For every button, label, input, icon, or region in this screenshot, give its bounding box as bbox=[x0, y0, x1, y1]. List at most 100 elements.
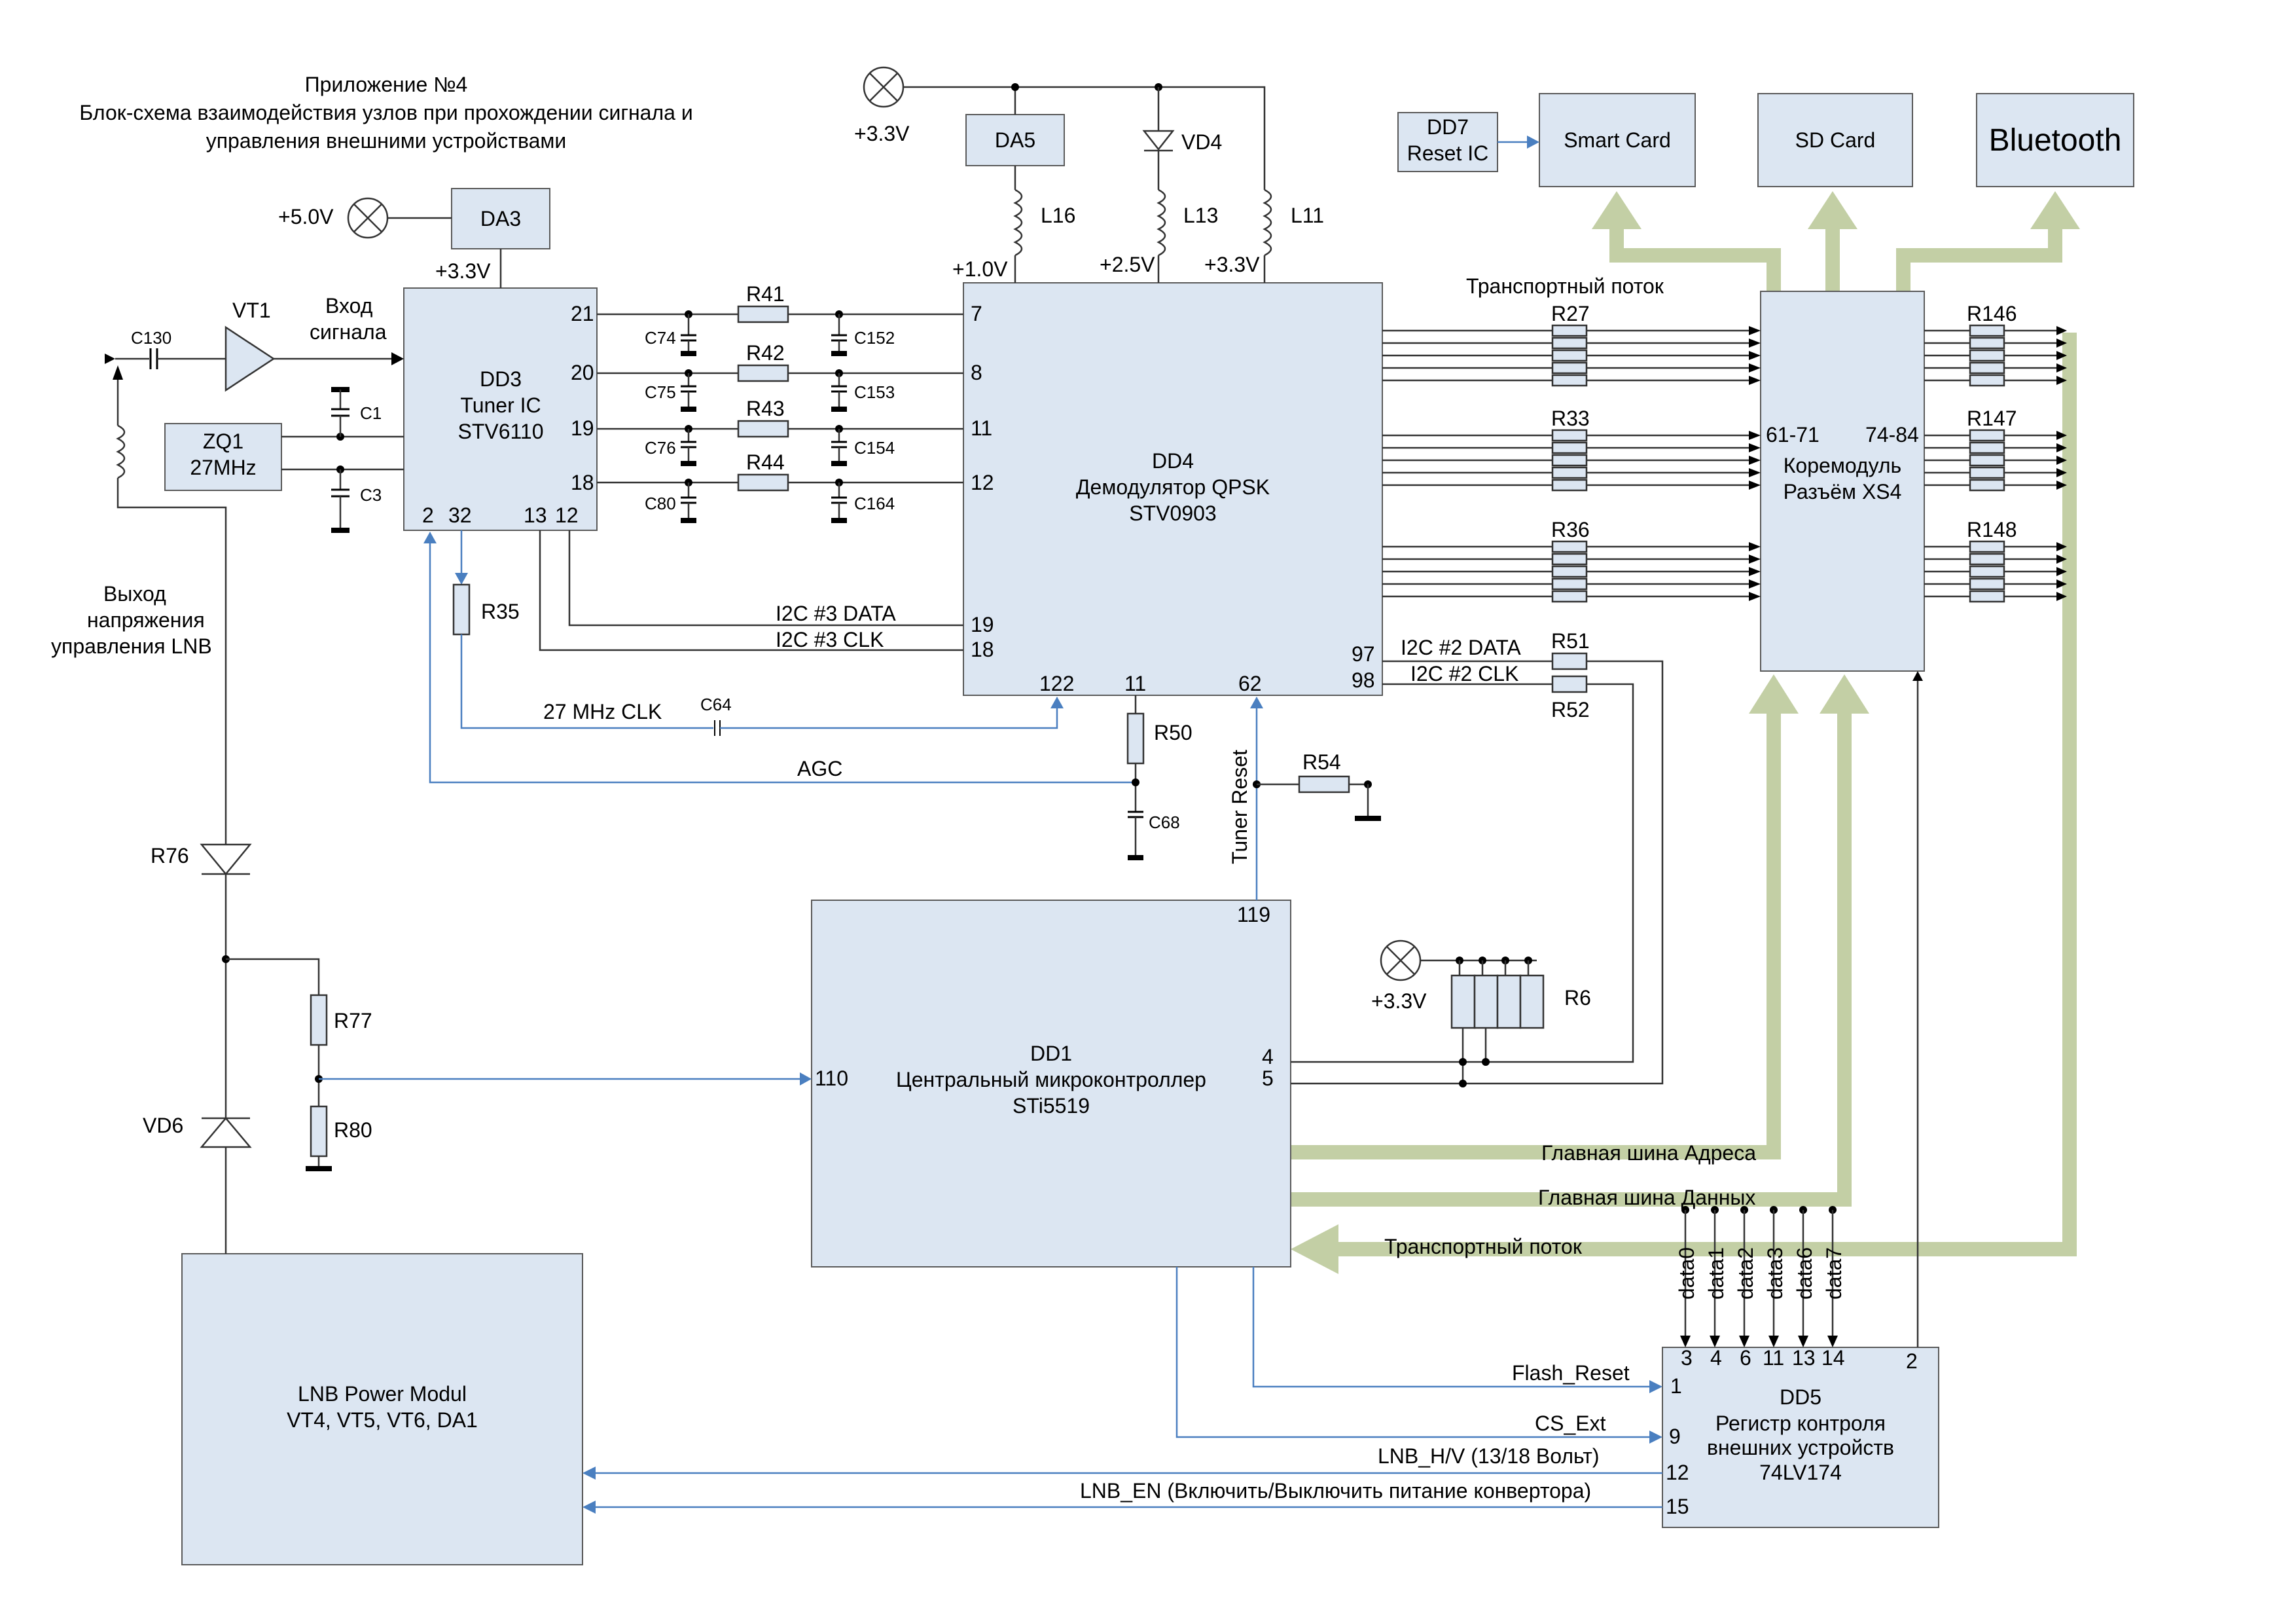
power-3v3-label: +3.3V bbox=[854, 122, 910, 145]
c152-label: C152 bbox=[854, 328, 895, 348]
dd1-pin-5: 5 bbox=[1262, 1067, 1274, 1090]
l16-coil bbox=[1013, 189, 1023, 257]
dd5-pin-1: 1 bbox=[1670, 1374, 1682, 1398]
address-bus-arrow bbox=[1749, 674, 1799, 714]
ts-arrow-in bbox=[1749, 481, 1761, 490]
ts-resistor-out bbox=[1969, 590, 2005, 603]
lnb-power-block bbox=[181, 1253, 583, 1565]
bus-to-smartcard bbox=[1609, 226, 1781, 291]
c64-label: C64 bbox=[700, 695, 732, 714]
ts-top-label: Транспортный поток bbox=[1466, 274, 1664, 298]
ts-resistor-in bbox=[1551, 565, 1588, 578]
r80-label: R80 bbox=[334, 1118, 372, 1142]
r51-label: R51 bbox=[1551, 629, 1590, 653]
power-5v-label: +5.0V bbox=[278, 205, 334, 228]
ts-arrow-out bbox=[2056, 326, 2067, 335]
clk27-label: 27 MHz CLK bbox=[543, 700, 662, 723]
ts-arrow-in bbox=[1749, 592, 1761, 601]
wire-i2c3-clk bbox=[539, 530, 963, 651]
ts-arrow-in bbox=[1749, 376, 1761, 385]
i2c3-clk-label: I2C #3 CLK bbox=[776, 628, 884, 651]
data2-label: data2 bbox=[1734, 1247, 1757, 1300]
lnb-out-label-1: Выход bbox=[103, 582, 166, 606]
ts-bus-arrow bbox=[1291, 1224, 1338, 1274]
ts-arrow-in bbox=[1749, 363, 1761, 373]
diagram-title: Приложение №4 Блок-схема взаимодействия … bbox=[79, 73, 692, 153]
data6-label: data6 bbox=[1793, 1247, 1816, 1300]
dd4-pin-7: 7 bbox=[971, 302, 982, 325]
wire-i2c3-data bbox=[568, 530, 963, 627]
dd4-label: DD4 bbox=[1152, 449, 1194, 473]
dd7-label: DD7 bbox=[1427, 115, 1469, 139]
ts-resistor-in bbox=[1551, 590, 1588, 603]
ts-arrow-out bbox=[2056, 456, 2067, 465]
ts-resistor-out bbox=[1969, 454, 2005, 467]
dd4-pin-8: 8 bbox=[971, 361, 982, 384]
r76-label: R76 bbox=[151, 844, 189, 867]
zq1-label: ZQ1 bbox=[203, 429, 243, 453]
c164-label: C164 bbox=[854, 494, 895, 513]
dd4-pin-19: 19 bbox=[971, 613, 994, 636]
dd7-block bbox=[1397, 112, 1498, 172]
c75-label: C75 bbox=[645, 382, 676, 402]
wire-cs-ext bbox=[1175, 1267, 1649, 1438]
dd5-type-line2: внешних устройств bbox=[1707, 1436, 1894, 1459]
r146-label: R146 bbox=[1967, 302, 2017, 325]
c1-label: C1 bbox=[360, 403, 382, 423]
ts-arrow-in bbox=[1749, 579, 1761, 589]
dd5-pin-2: 2 bbox=[1906, 1349, 1918, 1373]
r80-resistor bbox=[310, 1105, 328, 1158]
bus-to-bluetooth bbox=[1896, 226, 2062, 291]
ts-arrow-in bbox=[1749, 431, 1761, 440]
r41-label: R41 bbox=[746, 282, 785, 306]
vt1-amplifier bbox=[224, 325, 276, 392]
data-bus-arrow bbox=[1820, 674, 1869, 714]
r43-resistor bbox=[737, 420, 789, 438]
ts-arrow-in bbox=[1749, 542, 1761, 551]
r148-label: R148 bbox=[1967, 518, 2017, 541]
data-tap-arrow bbox=[1739, 1336, 1749, 1347]
ts-arrow-out bbox=[2056, 555, 2067, 564]
dd5-pin-4: 4 bbox=[1710, 1346, 1722, 1370]
lamp-5v-cross bbox=[353, 204, 382, 232]
cs-ext-label: CS_Ext bbox=[1535, 1412, 1606, 1435]
r77-label: R77 bbox=[334, 1009, 372, 1032]
ts-resistor-in bbox=[1551, 374, 1588, 387]
ts-resistor-out bbox=[1969, 361, 2005, 374]
dd3-pin-32: 32 bbox=[448, 503, 472, 527]
data-bus bbox=[1283, 710, 1852, 1207]
dd4-block bbox=[963, 282, 1383, 696]
r77-resistor bbox=[310, 994, 328, 1046]
data-tap-arrow bbox=[1768, 1336, 1779, 1347]
ts-resistor-out bbox=[1969, 429, 2005, 442]
data3-label: data3 bbox=[1763, 1247, 1787, 1300]
junction-agc bbox=[1132, 778, 1139, 786]
address-bus-label: Главная шина Адреса bbox=[1541, 1141, 1756, 1165]
dd3-label: DD3 bbox=[480, 367, 522, 391]
wire-clk-a bbox=[460, 634, 713, 729]
arrow-pin32 bbox=[455, 573, 468, 585]
dd5-label: DD5 bbox=[1780, 1385, 1821, 1409]
input-arrow bbox=[105, 354, 115, 364]
blocks: DA3 DA5 DD7 Reset IC Smart Card SD Card … bbox=[164, 93, 2134, 1565]
ts-arrow-out bbox=[2056, 351, 2067, 360]
ts-bus bbox=[1335, 333, 2077, 1256]
dd3-pin-18: 18 bbox=[571, 471, 594, 494]
ts-arrow-in bbox=[1749, 338, 1761, 348]
ts-arrow-in bbox=[1749, 443, 1761, 452]
arrow-dd5-core bbox=[1912, 671, 1923, 681]
r54-label: R54 bbox=[1302, 750, 1341, 774]
arrow-agc-dd3 bbox=[423, 532, 437, 543]
dd4-pin-12: 12 bbox=[971, 471, 994, 494]
ts-resistor-out bbox=[1969, 441, 2005, 454]
ts-bottom-label: Транспортный поток bbox=[1384, 1235, 1583, 1258]
core-module-block bbox=[1760, 291, 1925, 672]
data0-label: data0 bbox=[1675, 1247, 1698, 1300]
vd6-label: VD6 bbox=[143, 1114, 183, 1137]
c3-label: C3 bbox=[360, 485, 382, 505]
junction-r6-clk bbox=[1482, 1058, 1490, 1066]
r52-resistor bbox=[1551, 675, 1588, 693]
r51-resistor bbox=[1551, 652, 1588, 670]
ts-resistor-out bbox=[1969, 374, 2005, 387]
dd3-supply-label: +3.3V bbox=[435, 259, 491, 283]
